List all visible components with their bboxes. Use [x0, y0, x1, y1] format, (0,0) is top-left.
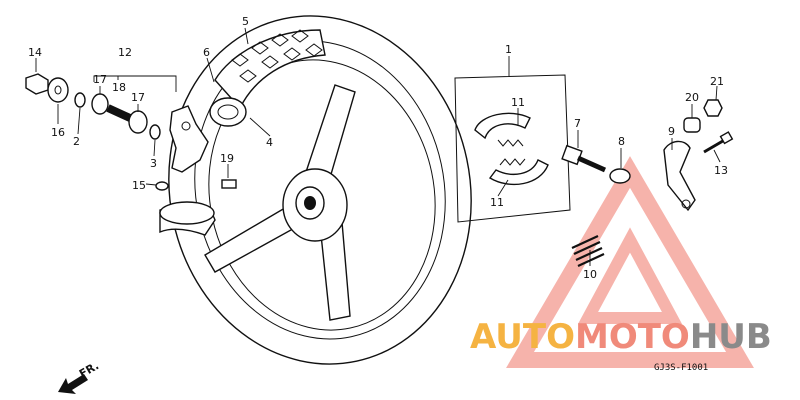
callout-14: 14	[28, 46, 42, 59]
front-direction-indicator: FR.	[58, 359, 101, 394]
group-bracket-12	[93, 75, 177, 92]
callout-21: 21	[710, 75, 724, 88]
watermark-triangle	[506, 156, 754, 368]
callout-15: 15	[132, 179, 146, 192]
callout-3: 3	[150, 157, 157, 170]
bolt-collar	[683, 117, 701, 133]
callout-13: 13	[714, 164, 728, 177]
tire-cutaway-section	[159, 201, 216, 236]
callout-17-left: 17	[93, 73, 107, 86]
speedometer-bracket	[169, 105, 209, 173]
callout-6: 6	[203, 46, 210, 59]
callout-4: 4	[266, 136, 273, 149]
callout-5: 5	[242, 15, 249, 28]
watermark-moto: MOTO	[575, 317, 690, 357]
direction-arrow-icon	[58, 374, 88, 394]
axle-nut	[25, 73, 49, 95]
leader-lines	[35, 27, 721, 266]
callout-7: 7	[574, 117, 581, 130]
washer-16-hole	[54, 85, 62, 95]
watermark-wordmark: AUTOMOTOHUB	[470, 317, 772, 357]
dust-seal-2	[74, 92, 86, 108]
direction-label: FR.	[77, 359, 101, 380]
brake-arm	[663, 140, 696, 212]
callout-labels: 1 2 3 4 5 6 7 8 9 10 11 11 12 13 14 15 1…	[28, 15, 728, 281]
bolt-13-head	[719, 131, 734, 145]
watermark-text: AUTOMOTOHUB	[470, 317, 772, 357]
tire-tread-section	[209, 29, 326, 127]
bearing-17b	[128, 110, 148, 134]
brake-shoe-box	[454, 74, 571, 223]
callout-16: 16	[51, 126, 65, 139]
callout-18: 18	[112, 81, 126, 94]
watermark-hub: HUB	[690, 317, 772, 357]
callout-2: 2	[73, 135, 80, 148]
dust-seal-3	[149, 124, 161, 140]
callout-17-right: 17	[131, 91, 145, 104]
callout-8: 8	[618, 135, 625, 148]
callout-12: 12	[118, 46, 132, 59]
callout-10: 10	[583, 268, 597, 281]
bracket-hole	[181, 121, 191, 131]
brake-spring	[571, 235, 605, 267]
bearing-17a	[91, 93, 109, 115]
figure-code: GJ3S-F1001	[654, 363, 708, 373]
callout-11-lower: 11	[490, 196, 504, 209]
callout-1: 1	[505, 43, 512, 56]
callout-19: 19	[220, 152, 234, 165]
watermark-auto: AUTO	[470, 317, 575, 357]
callout-9: 9	[668, 125, 675, 138]
nut-21	[703, 99, 723, 117]
brake-cam	[561, 144, 607, 173]
collar-15	[155, 181, 169, 191]
spacer-18	[106, 104, 132, 122]
wheel-hub-spokes	[204, 84, 356, 321]
washer-16	[47, 77, 69, 103]
callout-20: 20	[685, 91, 699, 104]
wear-indicator-plate	[609, 168, 631, 184]
bolt-19	[221, 179, 237, 189]
callout-11-upper: 11	[511, 96, 525, 109]
